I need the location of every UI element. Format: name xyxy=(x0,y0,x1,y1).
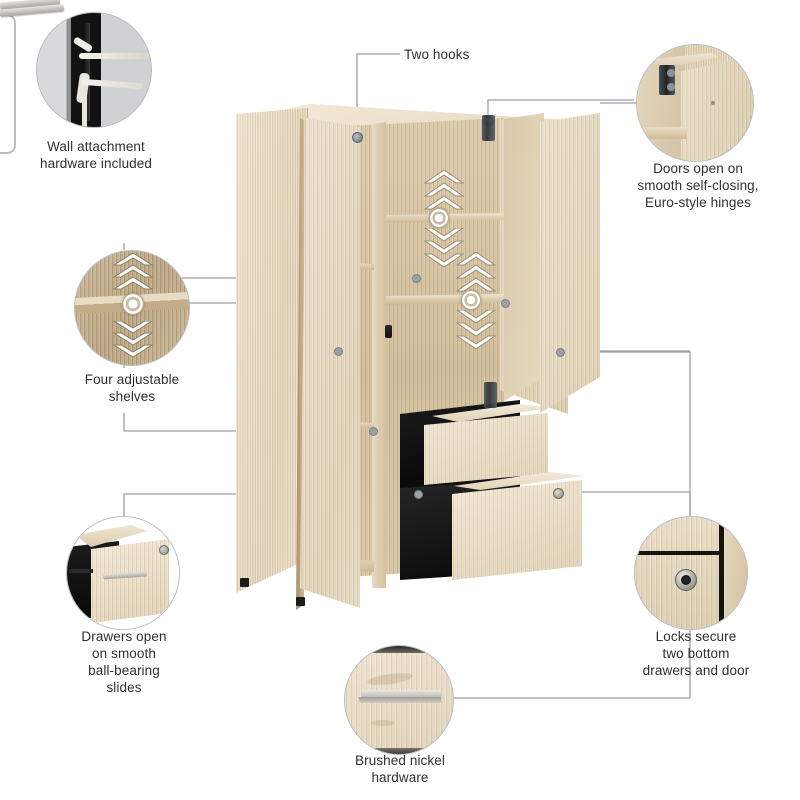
hook-icon-left xyxy=(352,132,363,143)
cabinet-foot-left xyxy=(240,578,249,587)
left-door-edge xyxy=(296,118,304,610)
wall-attachment-caption: Wall attachment hardware included xyxy=(39,139,153,171)
node-drawer-slide xyxy=(414,490,423,499)
node-drawer-handle xyxy=(556,348,565,357)
shelf-right-lower xyxy=(386,294,504,305)
shelf-pin-upper xyxy=(429,208,449,228)
chevron-down-group-lower xyxy=(456,310,496,356)
cabinet-left-side-panel xyxy=(236,108,308,593)
hinge-icon-bottom xyxy=(484,382,497,408)
euro-hinge-caption: Doors open on smooth self-closing, Euro-… xyxy=(637,161,759,210)
right-door-panel xyxy=(540,113,600,413)
node-shelf-right-lower xyxy=(501,299,510,308)
drawer-lock-icon xyxy=(553,488,564,499)
right-door-inner-face xyxy=(504,113,544,401)
brushed-nickel-caption: Brushed nickel hardware xyxy=(355,753,445,785)
cabinet-foot-front xyxy=(296,597,305,606)
wall-attachment-image xyxy=(36,12,152,128)
adjustable-shelf-image xyxy=(74,250,190,366)
adjustable-shelves-caption: Four adjustable shelves xyxy=(84,372,180,404)
euro-hinge-image xyxy=(636,44,754,162)
brushed-nickel-image xyxy=(344,645,454,755)
drawer-upper-front xyxy=(424,413,548,485)
shelf-pin-lower xyxy=(461,290,481,310)
cabinet-center-divider xyxy=(372,122,386,588)
chevron-down-group-upper xyxy=(424,228,464,274)
left-door-handle xyxy=(0,14,16,154)
locks-caption: Locks secure two bottom drawers and door xyxy=(642,629,750,678)
hinge-icon-top xyxy=(482,115,495,141)
lock-image xyxy=(634,516,748,630)
left-door-panel xyxy=(300,118,360,608)
drawer-slides-image xyxy=(66,516,180,630)
node-door-lock xyxy=(334,347,343,356)
chevron-up-group-lower xyxy=(456,252,496,298)
node-shelf-right-upper xyxy=(412,274,421,283)
two-hooks-caption: Two hooks xyxy=(404,47,470,62)
chevron-up-group-upper xyxy=(424,170,464,216)
node-shelf-left-lower xyxy=(369,427,378,436)
door-lock-icon xyxy=(385,325,392,338)
drawer-slides-caption: Drawers open on smooth ball-bearing slid… xyxy=(81,629,167,695)
